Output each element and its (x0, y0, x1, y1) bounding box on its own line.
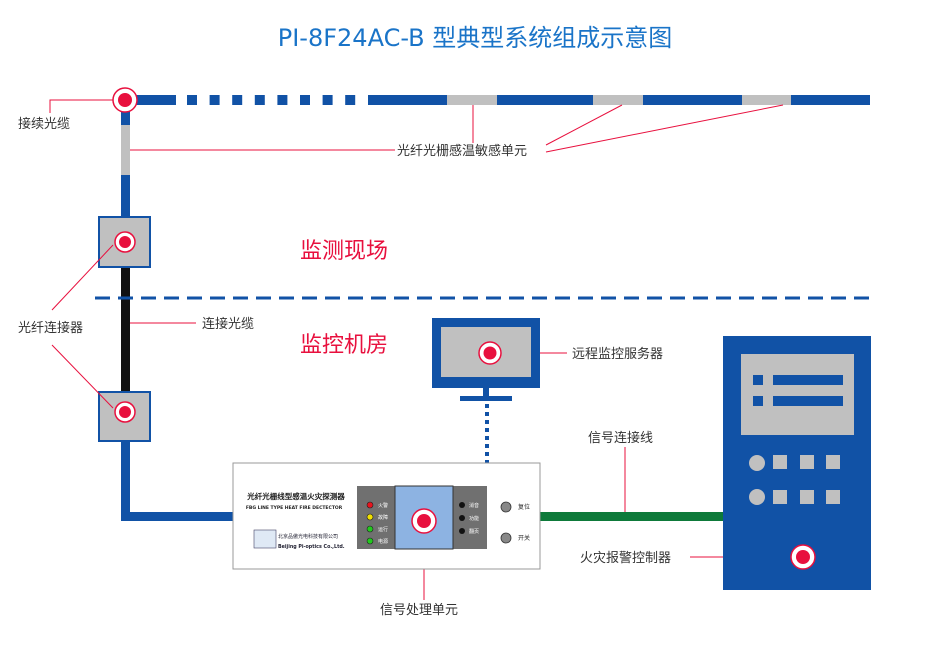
led-label: 电源 (378, 538, 388, 545)
label-server: 远程监控服务器 (572, 346, 663, 362)
button-label: 复位 (518, 503, 530, 511)
cable-dash (322, 95, 333, 105)
cable-dash (209, 95, 220, 105)
fiber-connector (98, 216, 151, 268)
sensing-unit (121, 125, 130, 175)
panel-key[interactable] (459, 502, 465, 508)
zone-field-label: 监测现场 (300, 239, 388, 264)
panel-key[interactable] (459, 528, 465, 534)
key-label: 功能 (469, 515, 479, 522)
detector-unit: 光纤光栅线型感温火灾探测器 FBG LINE TYPE HEAT FIRE DE… (232, 462, 541, 570)
vertical-fiber-cable (121, 105, 233, 521)
button-label: 开关 (518, 534, 530, 542)
cable-dash (187, 95, 197, 105)
led-label: 火警 (378, 502, 388, 509)
fiber-connector (98, 391, 151, 442)
top-fiber-cable (127, 95, 870, 105)
company-name-cn: 北京品傲光电科技有限公司 (278, 533, 338, 540)
label-connector: 光纤连接器 (18, 320, 83, 336)
led-indicator (366, 513, 374, 521)
sensing-unit (447, 95, 497, 105)
panel-key[interactable] (459, 515, 465, 521)
company-name-en: Beijing Pi-optics Co.,Ltd. (278, 544, 345, 550)
cable-dash (300, 95, 310, 105)
label-controller: 火灾报警控制器 (580, 550, 671, 566)
label-connect-cable: 连接光缆 (202, 316, 254, 332)
signal-line (540, 512, 723, 521)
detector-button[interactable] (500, 532, 512, 544)
detector-button[interactable] (500, 501, 512, 513)
splice-marker (112, 87, 138, 113)
company-logo (253, 529, 277, 549)
cable-dash (254, 95, 265, 105)
zone-room-label: 监控机房 (300, 333, 388, 358)
sensing-unit (742, 95, 791, 105)
key-label: 翻页 (469, 528, 479, 535)
key-label: 消音 (469, 502, 479, 509)
label-splice-cable: 接续光缆 (18, 116, 70, 132)
label-processor: 信号处理单元 (380, 603, 458, 618)
cable-dash (345, 95, 356, 105)
diagram-title: PI-8F24AC-B 型典型系统组成示意图 (278, 24, 672, 52)
label-sensing-unit: 光纤光栅感温敏感单元 (397, 143, 527, 159)
fire-alarm-controller (723, 336, 871, 590)
detector-name-cn: 光纤光栅线型感温火灾探测器 (246, 491, 345, 501)
connect-cable (121, 267, 130, 392)
remote-server-monitor (432, 318, 540, 401)
sensing-unit (593, 95, 643, 105)
cable-dash (277, 95, 288, 105)
led-label: 故障 (378, 514, 388, 521)
cable-dash (232, 95, 243, 105)
led-indicator (366, 537, 374, 545)
label-signal-line: 信号连接线 (588, 430, 653, 446)
led-label: 运行 (378, 526, 388, 533)
detector-name-en: FBG LINE TYPE HEAT FIRE DECTECTOR (246, 505, 343, 511)
led-indicator (366, 525, 374, 533)
led-indicator (366, 501, 374, 509)
